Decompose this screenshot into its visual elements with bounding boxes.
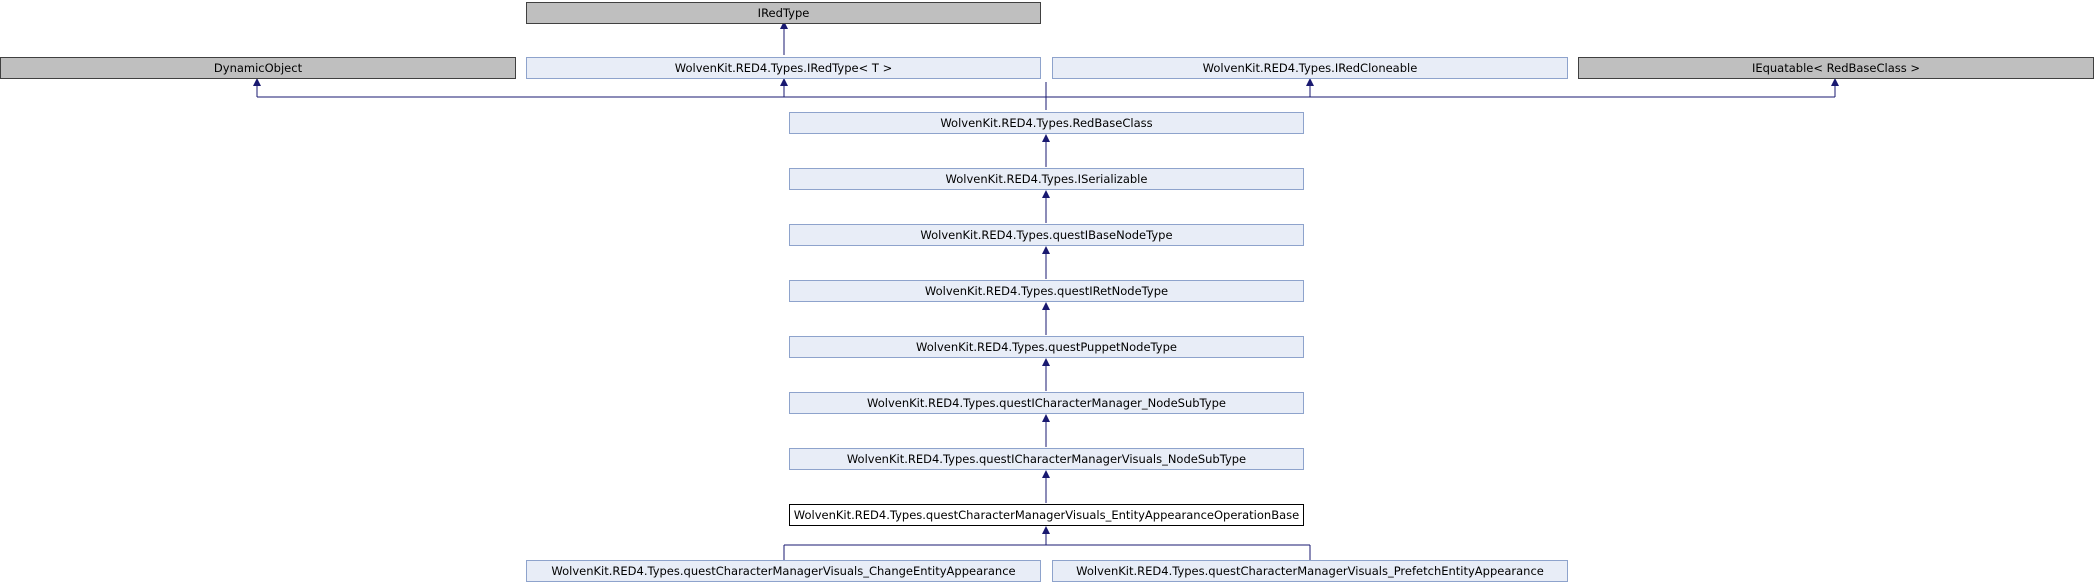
class-node-redbaseclass[interactable]: WolvenKit.RED4.Types.RedBaseClass: [789, 112, 1304, 134]
class-node-prefetchentityappearance[interactable]: WolvenKit.RED4.Types.questCharacterManag…: [1052, 560, 1568, 582]
class-node-changeentityappearance[interactable]: WolvenKit.RED4.Types.questCharacterManag…: [526, 560, 1041, 582]
class-node-iredtype-t[interactable]: WolvenKit.RED4.Types.IRedType< T >: [526, 57, 1041, 79]
class-node-iredcloneable[interactable]: WolvenKit.RED4.Types.IRedCloneable: [1052, 57, 1568, 79]
class-node-questibasenodetype[interactable]: WolvenKit.RED4.Types.questIBaseNodeType: [789, 224, 1304, 246]
class-node-iserializable[interactable]: WolvenKit.RED4.Types.ISerializable: [789, 168, 1304, 190]
class-node-dynamic-object: DynamicObject: [0, 57, 516, 79]
class-node-iequatable: IEquatable< RedBaseClass >: [1578, 57, 2094, 79]
class-node-questicharactermanagervisuals-nodesubtype[interactable]: WolvenKit.RED4.Types.questICharacterMana…: [789, 448, 1304, 470]
class-node-questpuppetnodetype[interactable]: WolvenKit.RED4.Types.questPuppetNodeType: [789, 336, 1304, 358]
class-node-entityappearanceoperationbase-current: WolvenKit.RED4.Types.questCharacterManag…: [789, 504, 1304, 526]
class-node-iredtype: IRedType: [526, 2, 1041, 24]
class-node-questiretnodetype[interactable]: WolvenKit.RED4.Types.questIRetNodeType: [789, 280, 1304, 302]
class-node-questicharactermanager-nodesubtype[interactable]: WolvenKit.RED4.Types.questICharacterMana…: [789, 392, 1304, 414]
